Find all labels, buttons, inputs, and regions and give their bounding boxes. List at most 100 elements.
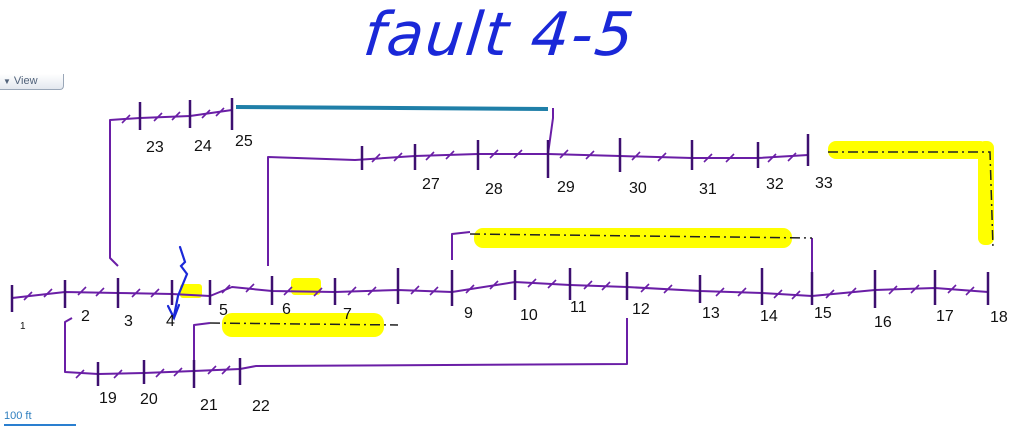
switch-tick [201,109,211,119]
fault-arrowhead [166,303,181,321]
open-lines [209,151,994,326]
line-9-15 [451,231,471,260]
switch-tick [95,287,105,297]
switch-tick [585,150,595,160]
bus-label: 27 [422,176,440,193]
bus-label: 2 [81,308,90,325]
switch-tick [527,278,537,288]
switch-tick [947,284,957,294]
bus-label: 4 [166,313,175,330]
switch-tick [631,151,641,161]
switch-tick [640,283,650,293]
switch-tick [547,279,557,289]
bus-label: 24 [194,138,212,155]
open-line-33-18 [828,151,994,249]
switch-tick [703,153,713,163]
switch-tick [910,284,920,294]
tie-switch-25-29 [235,105,549,111]
bus-label: 33 [815,175,833,192]
fault-zigzag [172,245,189,318]
switch-tick [583,280,593,290]
switch-tick [131,288,141,298]
switch-tick [489,280,499,290]
switch-tick [847,287,857,297]
switch-tick [113,369,123,379]
switch-tick [513,149,523,159]
switch-tick [825,289,835,299]
highlight-9-15 [474,228,792,248]
bus-label: 9 [464,305,473,322]
switch-tick [559,149,569,159]
bus-label: 12 [632,301,650,318]
switch-tick [245,283,255,293]
bus-label: 30 [629,180,647,197]
bus-label: 23 [146,139,164,156]
switch-tick [75,369,85,379]
open-line-highlights [180,141,994,337]
bus-label: 6 [282,301,291,318]
switch-tick [767,153,777,163]
view-button[interactable]: ▼View [0,74,64,90]
switch-tick [371,153,381,163]
switch-tick [43,288,53,298]
line-3-25 [109,109,233,267]
switch-tick [787,152,797,162]
bus-label: 16 [874,314,892,331]
switch-tick [791,290,801,300]
switch-tick [888,285,898,295]
bus-bars [10,98,990,388]
switch-tick [153,112,163,122]
bus-label: 32 [766,176,784,193]
switch-tick [173,367,183,377]
line-6-29 [267,153,809,266]
switch-tick [657,152,667,162]
switch-tick [715,287,725,297]
switch-tick [215,107,225,117]
open-line-7-21 [209,322,399,326]
switch-tick [425,151,435,161]
switch-tick [601,281,611,291]
switch-tick [445,150,455,160]
switch-tick [773,289,783,299]
bus-label: 17 [936,308,954,325]
bus-label: 18 [990,309,1008,326]
view-button-label: View [13,75,38,87]
bus-label: 11 [570,299,587,316]
bus-label: 20 [140,391,158,408]
bus-label: 22 [252,398,270,415]
switch-tick [313,287,323,297]
switch-tick [965,286,975,296]
bus-label: 15 [814,305,832,322]
line-21-7 [193,322,211,371]
switch-tick [347,286,357,296]
bus-label: 19 [99,390,117,407]
switch-tick [393,152,403,162]
fault-arrow [166,245,189,321]
open-line-9-15 [469,233,813,239]
bus-label: 13 [702,305,720,322]
chevron-down-icon: ▼ [3,77,11,86]
bus-label: 1 [20,321,26,332]
bus-label: 21 [200,397,218,414]
switch-tick [489,149,499,159]
switch-ticks [23,107,975,379]
switch-tick [221,365,231,375]
switch-tick [725,153,735,163]
switch-tick [121,114,131,124]
switch-tick [155,368,165,378]
switch-tick [367,286,377,296]
line-2-21-19 [64,317,628,375]
switch-tick [150,288,160,298]
bus-label: 29 [557,179,575,196]
bus-label: 14 [760,308,778,325]
switch-tick [171,111,181,121]
switch-tick [465,284,475,294]
bus-label: 28 [485,181,503,198]
bus-labels: 1 2 3 4 5 6 7 9 10 11 12 13 14 15 16 17 … [20,133,1008,415]
switch-tick [737,287,747,297]
bus-label: 25 [235,133,253,150]
switch-tick [410,285,420,295]
bus-label: 31 [699,181,717,198]
switch-tick [283,286,293,296]
switch-tick [77,286,87,296]
